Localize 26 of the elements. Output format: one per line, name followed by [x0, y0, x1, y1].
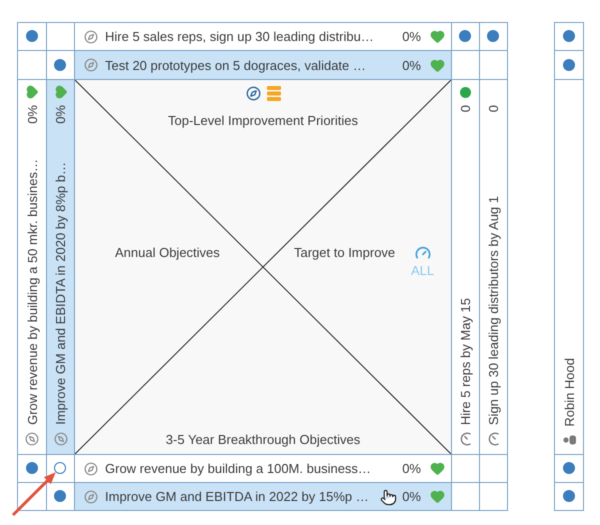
percent-value: 0%: [402, 30, 421, 43]
objective-text: Hire 5 sales reps, sign up 30 leading distribu…: [105, 30, 374, 43]
target-text: Sign up 30 leading distributors by Aug 1: [487, 196, 500, 425]
matrix-column: [46, 79, 75, 455]
objective-text: Test 20 prototypes on 5 dograces, validate …: [105, 58, 366, 72]
objective-text: Grow revenue by building a 100M. business…: [105, 462, 371, 475]
percent-value: 0%: [54, 105, 67, 124]
objective-text: Improve GM and EBIDTA in 2020 by 8%p b…: [54, 162, 67, 425]
matrix-row: [74, 482, 452, 511]
objective-text: Grow revenue by building a 50 mkr. busines…: [26, 159, 38, 425]
quadrant-label: Top-Level Improvement Priorities: [168, 114, 358, 127]
matrix-row: [74, 50, 452, 80]
callout-arrow: [12, 472, 56, 516]
target-text: Hire 5 reps by May 15: [459, 298, 472, 425]
quadrant-label: Target to Improve: [294, 246, 396, 259]
percent-value: 0%: [402, 462, 421, 475]
percent-value: 0%: [402, 490, 421, 503]
metric-value: 0: [487, 105, 500, 112]
filter-link-text: ALL: [411, 264, 434, 277]
percent-value: 0%: [26, 105, 38, 124]
owner-name: Robin Hood: [562, 358, 576, 427]
quadrant-label: Annual Objectives: [115, 246, 220, 259]
quadrant-label: 3-5 Year Breakthrough Objectives: [166, 433, 360, 446]
objective-text: Improve GM and EBITDA in 2022 by 15%p …: [105, 490, 369, 503]
metric-value: 0: [459, 105, 472, 112]
percent-value: 0%: [402, 58, 421, 72]
